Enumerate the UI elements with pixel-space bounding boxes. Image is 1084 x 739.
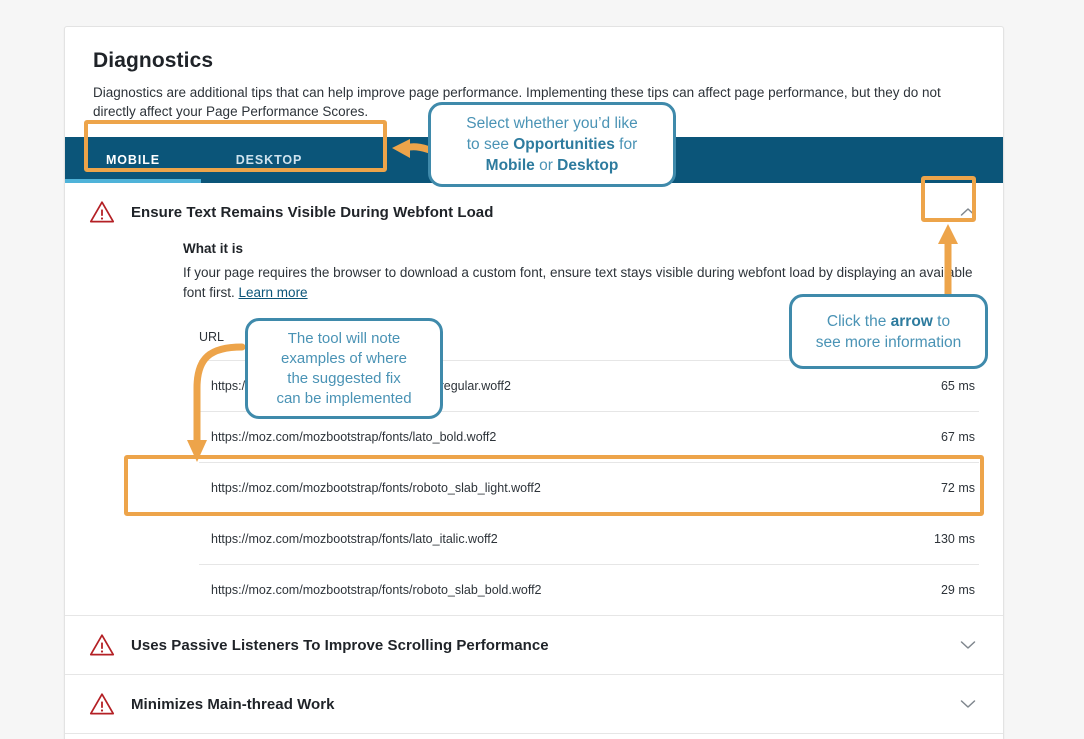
- row-url: https://moz.com/mozbootstrap/fonts/robot…: [211, 583, 542, 597]
- what-it-is-body: If your page requires the browser to dow…: [183, 265, 973, 300]
- row-time: 65 ms: [888, 360, 979, 412]
- diagnostic-item-main-thread: Minimizes Main-thread Work: [65, 675, 1003, 734]
- diagnostics-card: Diagnostics Diagnostics are additional t…: [64, 26, 1004, 739]
- chevron-up-icon[interactable]: [955, 199, 981, 225]
- table-header-row: URL: [199, 326, 979, 361]
- table-row[interactable]: https://moz.com/mozbootstrap/fonts/robot…: [199, 462, 979, 514]
- warning-triangle-icon: [89, 634, 115, 656]
- tab-mobile-label: MOBILE: [105, 153, 160, 167]
- chevron-down-icon[interactable]: [955, 632, 981, 658]
- column-header-url: URL: [199, 326, 889, 361]
- page-description: Diagnostics are additional tips that can…: [93, 85, 941, 119]
- page-title: Diagnostics: [93, 49, 214, 72]
- tab-mobile[interactable]: MOBILE: [65, 137, 201, 183]
- column-header-time: [888, 326, 979, 361]
- diagnostic-header-webfont[interactable]: Ensure Text Remains Visible During Webfo…: [65, 183, 1003, 241]
- row-time: 29 ms: [940, 583, 975, 597]
- what-it-is-text: If your page requires the browser to dow…: [183, 263, 979, 302]
- row-time: 67 ms: [888, 411, 979, 463]
- chevron-down-icon[interactable]: [955, 691, 981, 717]
- diagnostic-item-passive-listeners: Uses Passive Listeners To Improve Scroll…: [65, 616, 1003, 675]
- learn-more-link[interactable]: Learn more: [238, 284, 308, 300]
- what-it-is-heading: What it is: [183, 241, 243, 256]
- table-row[interactable]: https://moz.com/mozbootstrap/fonts/lato_…: [199, 411, 979, 463]
- table-row[interactable]: https://moz.com/mozbootstrap/fonts/lato_…: [199, 513, 979, 565]
- row-url: https://moz.com/mozbootstrap/fonts/lato_…: [199, 360, 889, 412]
- warning-triangle-icon: [89, 693, 115, 715]
- row-time: 72 ms: [888, 462, 979, 514]
- diagnostic-title: Minimizes Main-thread Work: [131, 695, 335, 713]
- platform-tabbar: MOBILE DESKTOP: [65, 137, 1003, 183]
- row-url: https://moz.com/mozbootstrap/fonts/lato_…: [199, 411, 889, 463]
- tab-desktop-label: DESKTOP: [235, 153, 303, 167]
- warning-triangle-icon: [89, 201, 115, 223]
- diagnostic-title: Ensure Text Remains Visible During Webfo…: [131, 203, 494, 221]
- table-row[interactable]: https://moz.com/mozbootstrap/fonts/robot…: [199, 565, 979, 616]
- diagnostic-header-passive-listeners[interactable]: Uses Passive Listeners To Improve Scroll…: [65, 616, 1003, 674]
- table-row[interactable]: https://moz.com/mozbootstrap/fonts/lato_…: [199, 360, 979, 412]
- diagnostic-header-main-thread[interactable]: Minimizes Main-thread Work: [65, 675, 1003, 733]
- table-body: https://moz.com/mozbootstrap/fonts/lato_…: [199, 360, 979, 616]
- card-header: Diagnostics Diagnostics are additional t…: [65, 27, 1003, 121]
- diagnostic-item-webfont: Ensure Text Remains Visible During Webfo…: [65, 183, 1003, 616]
- row-url: https://moz.com/mozbootstrap/fonts/lato_…: [199, 513, 889, 565]
- diagnostic-body: What it is If your page requires the bro…: [65, 241, 1003, 615]
- diagnostic-title: Uses Passive Listeners To Improve Scroll…: [131, 636, 549, 654]
- resource-url-table: URL https://moz.com/mozbootstrap/fonts/l…: [199, 326, 979, 615]
- row-time: 130 ms: [888, 513, 979, 565]
- row-url: https://moz.com/mozbootstrap/fonts/robot…: [199, 462, 889, 514]
- tab-desktop[interactable]: DESKTOP: [201, 137, 337, 183]
